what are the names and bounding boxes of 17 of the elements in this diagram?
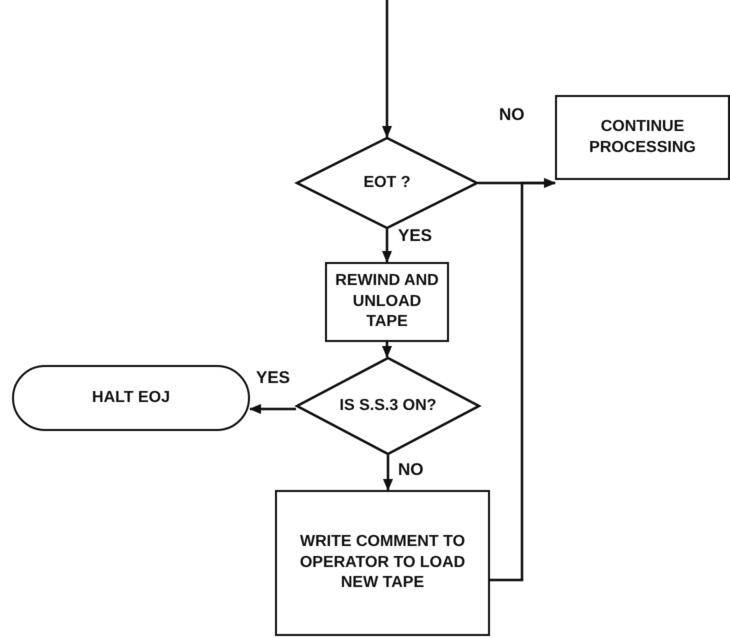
decision-diamond — [296, 137, 478, 229]
arrow — [249, 404, 296, 414]
process-box — [275, 490, 490, 636]
process-box — [325, 262, 449, 342]
arrow — [382, 342, 392, 358]
node-text: IS S.S.3 ON? — [338, 396, 438, 416]
arrow — [383, 455, 393, 491]
node-text: WRITE COMMENT TO OPERATOR TO LOAD NEW TAPE — [298, 532, 466, 594]
node-text: REWIND AND UNLOAD TAPE — [334, 270, 440, 332]
node-text: CONTINUE PROCESSING — [588, 116, 697, 158]
node-text: EOT ? — [362, 172, 412, 193]
arrow — [382, 229, 392, 263]
node-text: HALT EOJ — [91, 388, 171, 408]
arrow — [490, 178, 556, 582]
decision-diamond — [296, 357, 480, 455]
process-box — [555, 95, 730, 180]
arrow — [382, 0, 392, 138]
